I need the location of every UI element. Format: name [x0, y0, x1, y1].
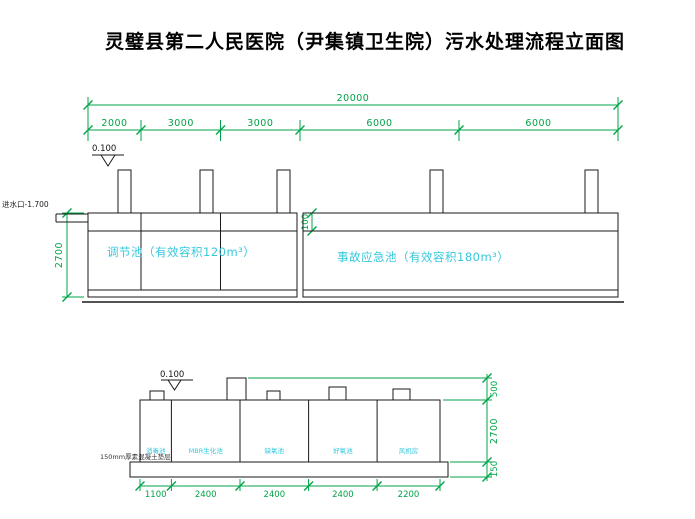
dim-bottom-1: 1100 [145, 490, 167, 500]
lower-section-view: 0.100 消毒池 MBR生化池 缺氧池 好氧池 风机房 150mm厚素混凝土垫… [100, 370, 500, 500]
concrete-bedding-slab [129, 461, 449, 478]
dim-freeboard-100: 100 [301, 214, 311, 230]
compartment-label-5: 风机房 [399, 446, 419, 455]
dim-height-2700: 2700 [54, 242, 65, 268]
inlet-label: 进水口-1.700 [2, 199, 49, 209]
dim-right-500: 500 [490, 381, 500, 397]
elevation-marker-icon: 0.100 [92, 144, 124, 167]
upper-tanks-outline [82, 212, 624, 303]
dim-seg-4: 6000 [366, 118, 392, 129]
dim-bottom-2: 2400 [195, 490, 217, 500]
roof-vent-stubs [117, 169, 599, 214]
elevation-marker-icon-lower: 0.100 [160, 370, 193, 391]
upper-dimension-lines [62, 97, 623, 302]
tank-label-emergency: 事故应急池（有效容积180m³） [337, 250, 509, 264]
dim-ticks-lower [135, 373, 492, 491]
bedding-note: 150mm厚素混凝土垫层 [100, 452, 171, 461]
dim-ticks-upper [62, 100, 623, 302]
dim-bottom-4: 2400 [332, 490, 354, 500]
compartment-label-1: 消毒池 [146, 446, 166, 455]
lower-tank-outline [129, 377, 449, 478]
dim-bottom-3: 2400 [263, 490, 285, 500]
compartment-label-2: MBR生化池 [189, 446, 224, 455]
dim-right-2700: 2700 [489, 418, 500, 444]
dim-bottom-5: 2200 [398, 490, 420, 500]
dim-seg-3: 3000 [247, 118, 273, 129]
dim-seg-5: 6000 [525, 118, 551, 129]
tank-label-regulation: 调节池（有效容积120m³） [107, 245, 255, 259]
dim-seg-2: 3000 [168, 118, 194, 129]
lower-dimension-lines [135, 373, 492, 491]
dim-total-20000: 20000 [337, 93, 370, 104]
elevation-value: 0.100 [92, 144, 116, 154]
compartment-label-3: 缺氧池 [265, 446, 285, 455]
upper-elevation-view: 20000 2000 3000 3000 6000 6000 2700 100 … [2, 93, 624, 303]
elevation-value-lower: 0.100 [160, 370, 184, 380]
dim-seg-1: 2000 [101, 118, 127, 129]
drawing-title: 灵璧县第二人民医院（尹集镇卫生院）污水处理流程立面图 [104, 32, 625, 53]
dim-right-150: 150 [490, 461, 500, 477]
compartment-label-4: 好氧池 [333, 446, 353, 455]
inlet-pipe: 进水口-1.700 [2, 199, 88, 223]
